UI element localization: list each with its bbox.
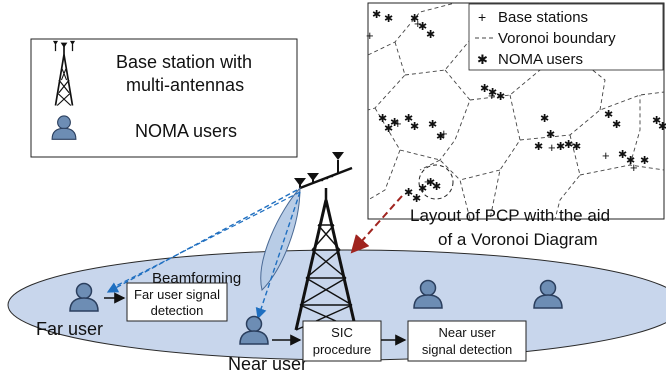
svg-text:✱: ✱ [404,187,413,199]
near-detection-line-1: Near user [438,325,496,340]
svg-text:✱: ✱ [390,117,399,129]
inset-legend: + Base stations Voronoi boundary ✱ NOMA … [468,3,664,71]
svg-text:✱: ✱ [418,183,427,195]
svg-text:✱: ✱ [404,113,413,125]
svg-text:✱: ✱ [426,177,435,189]
svg-text:✱: ✱ [384,13,393,25]
near-detection-line-2: signal detection [422,342,512,357]
svg-text:✱: ✱ [556,141,565,153]
svg-text:+: + [440,126,448,141]
svg-text:✱: ✱ [426,29,435,41]
svg-text:✱: ✱ [626,155,635,167]
near-detection-box [407,320,527,362]
svg-text:✱: ✱ [572,141,581,153]
svg-text:✱: ✱ [640,155,649,167]
svg-text:+: + [366,28,374,43]
tower-icon [52,40,76,107]
svg-text:✱: ✱ [604,109,613,121]
svg-text:✱: ✱ [428,119,437,131]
pcp-annotation: Layout of PCP with the aid of a Voronoi … [350,195,610,254]
svg-text:✱: ✱ [384,123,393,135]
svg-text:+: + [602,148,610,163]
far-user-label: Far user [36,319,103,339]
svg-text:+: + [424,174,432,189]
svg-text:✱: ✱ [658,121,666,133]
far-detection-line-1: Far user signal [134,287,220,302]
legend-box: Base station with multi-antennas NOMA us… [30,38,298,158]
plus-icon: + [478,9,486,25]
base-station-markers: + + + + + + + + + [366,16,638,189]
svg-text:+: + [414,16,422,31]
svg-text:✱: ✱ [618,149,627,161]
voronoi-inset: ✱✱ ✱✱✱ ✱✱✱ ✱✱ ✱✱ ✱✱✱ ✱✱✱✱ ✱✱ ✱✱ ✱✱✱ ✱✱ ✱… [366,2,666,220]
beamforming-beams [106,186,301,320]
svg-text:✱: ✱ [496,91,505,103]
svg-text:✱: ✱ [480,83,489,95]
sic-line-1: SIC [331,325,353,340]
highlight-cluster-circle [418,164,454,200]
svg-text:✱: ✱ [418,21,427,33]
svg-text:✱: ✱ [372,9,381,21]
svg-text:✱: ✱ [540,113,549,125]
svg-text:+: + [630,160,638,175]
svg-text:✱: ✱ [410,13,419,25]
svg-text:✱: ✱ [436,131,445,143]
svg-text:+: + [548,140,556,155]
near-user-label: Near user [228,354,307,374]
svg-text:+: + [394,116,402,131]
sic-line-2: procedure [313,342,372,357]
svg-text:✱: ✱ [378,113,387,125]
legend-base-station-label-2: multi-antennas [126,75,244,95]
legend-noma-users-label: NOMA users [135,121,237,141]
annotation-line-2: of a Voronoi Diagram [438,230,598,249]
far-detection-box [126,282,228,322]
svg-text:✱: ✱ [612,119,621,131]
svg-text:✱: ✱ [412,193,421,205]
inset-legend-voronoi-boundary: Voronoi boundary [498,30,616,47]
inset-legend-noma-users: NOMA users [498,51,583,68]
legend-base-station-label-1: Base station with [116,52,252,72]
sic-box [302,320,382,362]
far-detection-line-2: detection [151,303,204,318]
svg-text:✱: ✱ [488,87,497,99]
svg-text:✱: ✱ [564,139,573,151]
asterisk-icon: ✱ [477,52,488,67]
annotation-line-1: Layout of PCP with the aid [410,206,610,225]
noma-user-markers: ✱✱ ✱✱✱ ✱✱✱ ✱✱ ✱✱ ✱✱✱ ✱✱✱✱ ✱✱ ✱✱ ✱✱✱ ✱✱ ✱… [372,9,666,205]
svg-text:✱: ✱ [432,181,441,193]
tower-icon [294,152,358,331]
svg-text:✱: ✱ [534,141,543,153]
svg-text:✱: ✱ [410,121,419,133]
svg-text:+: + [488,88,496,103]
svg-text:✱: ✱ [546,129,555,141]
inset-legend-base-stations: Base stations [498,9,588,26]
svg-text:✱: ✱ [652,115,661,127]
